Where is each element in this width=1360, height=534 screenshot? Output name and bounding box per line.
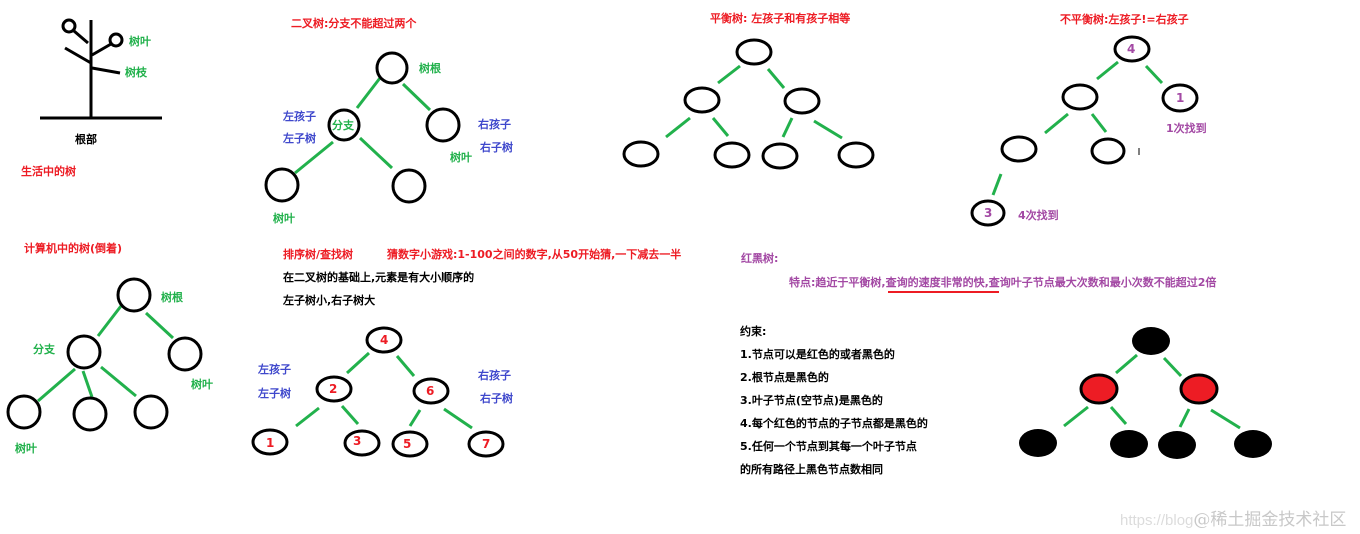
watermark: https://blog@稀土掘金技术社区 — [1120, 505, 1346, 530]
constraint-item: 3.叶子节点(空节点)是黑色的 — [740, 394, 883, 407]
binary-tree-drawing — [264, 51, 461, 204]
sort-tree-line2: 左子树小,右子树大 — [283, 294, 376, 307]
sort-tree-title: 排序树/查找树 — [283, 248, 354, 261]
life-branch-label: 树枝 — [125, 66, 147, 79]
watermark-brand: @稀土掘金技术社区 — [1193, 510, 1347, 530]
sort-node: 4 — [380, 333, 389, 347]
binary-leaf-label-bottom: 树叶 — [273, 212, 295, 225]
computer-tree-drawing — [6, 277, 203, 432]
sort-tree-drawing — [251, 326, 505, 458]
sort-node: 1 — [266, 436, 275, 450]
sort-node: 6 — [426, 384, 435, 398]
life-leaf-label: 树叶 — [129, 35, 151, 48]
computer-branch-label: 分支 — [33, 343, 55, 356]
sort-node: 7 — [482, 437, 491, 451]
binary-left-child-label: 左孩子 — [283, 110, 316, 123]
computer-root-label: 树根 — [161, 291, 183, 304]
computer-tree-title: 计算机中的树(倒着) — [24, 242, 123, 255]
feature-prefix: 特点:趋近于平衡树, — [789, 276, 886, 289]
feature-underlined: 查询的速度非常的快 — [885, 276, 985, 289]
life-root-label: 根部 — [75, 133, 97, 146]
constraint-item: 2.根节点是黑色的 — [740, 371, 829, 384]
constraints-title: 约束: — [740, 325, 767, 338]
unbalanced-right-value: 1 — [1176, 91, 1185, 105]
sort-right-subtree-label: 右子树 — [480, 392, 513, 405]
found-four-label: 4次找到 — [1018, 209, 1059, 222]
sort-tree-line1: 在二叉树的基础上,元素是有大小顺序的 — [283, 271, 475, 284]
sort-right-child-label: 右孩子 — [478, 369, 511, 382]
constraint-item: 的所有路径上黑色节点数相同 — [740, 463, 883, 476]
binary-left-subtree-label: 左子树 — [283, 132, 316, 145]
binary-right-subtree-label: 右子树 — [480, 141, 513, 154]
binary-root-label: 树根 — [419, 62, 441, 75]
sort-left-subtree-label: 左子树 — [258, 387, 291, 400]
unbalanced-root-value: 4 — [1127, 42, 1136, 56]
computer-leaf-label-right: 树叶 — [191, 378, 213, 391]
life-tree-drawing — [40, 18, 162, 120]
unbalanced-tree-drawing — [970, 35, 1199, 227]
unbalanced-deep-value: 3 — [984, 206, 993, 220]
sort-node: 3 — [353, 434, 362, 448]
balanced-tree-title: 平衡树: 左孩子和有孩子相等 — [710, 12, 851, 25]
constraint-item: 1.节点可以是红色的或者黑色的 — [740, 348, 895, 361]
sort-node: 2 — [329, 382, 338, 396]
sort-node: 5 — [403, 437, 412, 451]
found-once-label: 1次找到 — [1166, 122, 1207, 135]
constraint-item: 5.任何一个节点到其每一个叶子节点 — [740, 440, 917, 453]
life-tree-title: 生活中的树 — [21, 165, 76, 178]
balanced-tree-drawing — [622, 38, 875, 170]
computer-leaf-label-bottom: 树叶 — [15, 442, 37, 455]
binary-right-child-label: 右孩子 — [478, 118, 511, 131]
red-black-title: 红黑树: — [741, 252, 779, 265]
unbalanced-tree-title: 不平衡树:左孩子!=右孩子 — [1060, 13, 1189, 26]
red-black-features: 特点:趋近于平衡树,查询的速度非常的快,查询叶子节点最大次数和最小次数不能超过2… — [789, 276, 1216, 289]
guess-game-note: 猜数字小游戏:1-100之间的数字,从50开始猜,一下减去一半 — [387, 248, 682, 261]
constraint-item: 4.每个红色的节点的子节点都是黑色的 — [740, 417, 928, 430]
watermark-url: https://blog — [1120, 512, 1194, 529]
feature-suffix: ,查询叶子节点最大次数和最小次数不能超过2倍 — [984, 276, 1217, 289]
binary-branch-label: 分支 — [332, 119, 354, 132]
binary-leaf-label-right: 树叶 — [450, 151, 472, 164]
red-black-tree-drawing — [1019, 327, 1272, 459]
sort-left-child-label: 左孩子 — [258, 363, 291, 376]
binary-tree-title: 二叉树:分支不能超过两个 — [291, 17, 417, 30]
